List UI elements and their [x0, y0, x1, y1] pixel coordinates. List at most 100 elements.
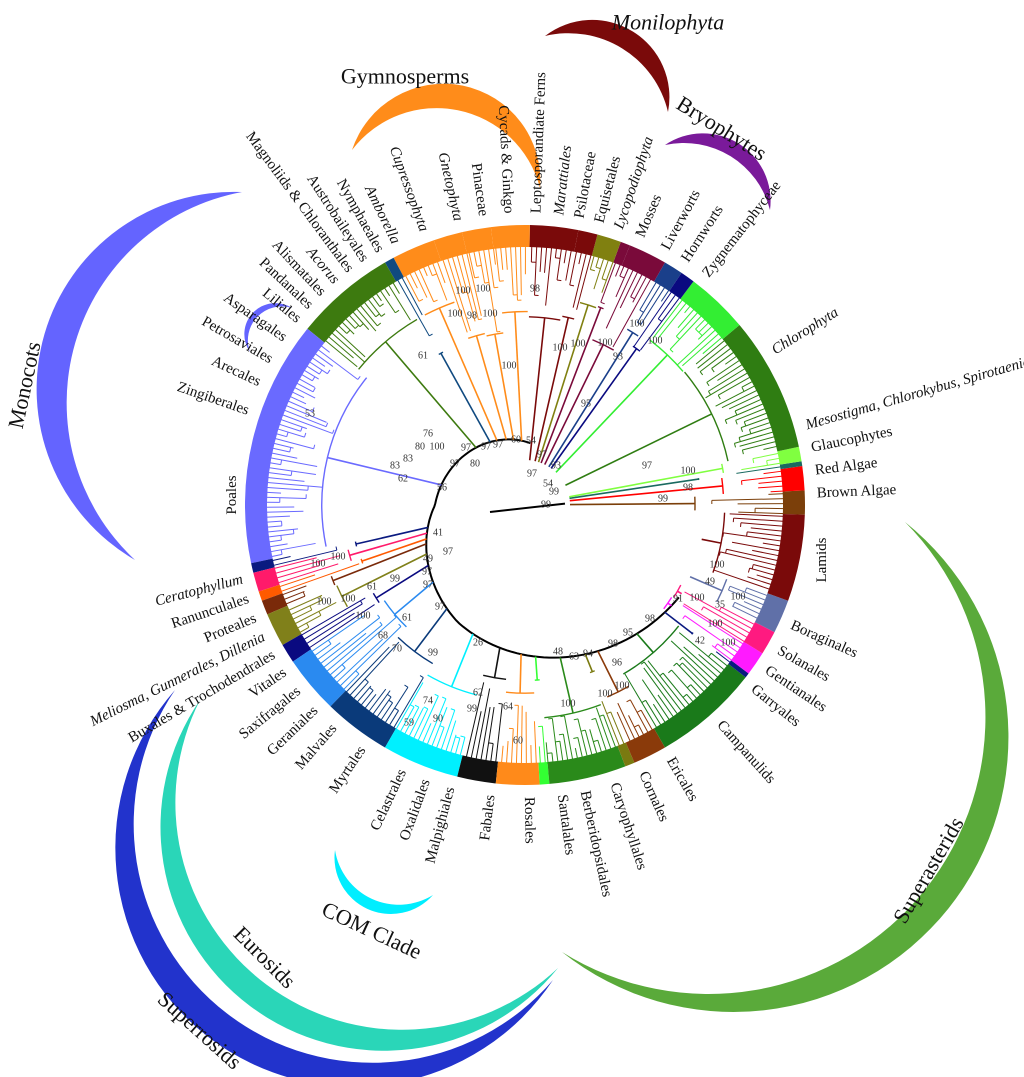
- bootstrap-value: 64: [503, 702, 513, 713]
- bootstrap-value: 35: [715, 600, 725, 611]
- bootstrap-value: 100: [681, 466, 696, 477]
- bootstrap-value: 100: [598, 338, 613, 349]
- clade-label: Cornales: [635, 769, 671, 824]
- bootstrap-value: 100: [630, 319, 645, 330]
- clade-subtree: [569, 466, 805, 502]
- bootstrap-value: 91: [673, 594, 683, 605]
- clade-label: Marattiales: [551, 144, 575, 217]
- bootstrap-value: 100: [598, 689, 613, 700]
- clade-subtree: [540, 241, 630, 464]
- bootstrap-value: 100: [571, 339, 586, 350]
- clade-subtree: [673, 584, 775, 654]
- bootstrap-value: 97: [450, 459, 460, 470]
- bootstrap-value: 54: [543, 479, 553, 490]
- bootstrap-value: 68: [378, 631, 388, 642]
- clade-subtree: [433, 232, 507, 440]
- asparagales-liliales-bracket: [244, 303, 292, 352]
- bootstrap-value: 100: [708, 619, 723, 630]
- bootstrap-value: 74: [423, 696, 433, 707]
- clade-subtree: [555, 281, 740, 473]
- bootstrap-value: 59: [404, 718, 414, 729]
- bootstrap-value: 83: [390, 461, 400, 472]
- bootstrap-value: 97: [422, 567, 432, 578]
- clade-subtree: [462, 227, 515, 440]
- com-clade-bracket: [334, 850, 433, 914]
- clade-label: Santalales: [554, 794, 578, 857]
- clade-label: Zingiberales: [175, 379, 251, 419]
- bootstrap-value: 98: [530, 284, 540, 295]
- monilophyta-bracket: [545, 19, 670, 113]
- bootstrap-value: 97: [493, 440, 503, 451]
- bryophytes-bracket: [665, 133, 771, 210]
- clade-label: Berberidopsidales: [577, 789, 615, 898]
- bootstrap-value: 80: [415, 442, 425, 453]
- bootstrap-value: 100: [476, 284, 491, 295]
- clade-subtree: [528, 225, 579, 461]
- bootstrap-value: 70: [392, 644, 402, 655]
- clade-subtree: [490, 225, 530, 441]
- clade-label: Mosses: [633, 192, 665, 240]
- bootstrap-value: 76: [423, 429, 433, 440]
- clade-label: Red Algae: [814, 455, 879, 479]
- bootstrap-value: 100: [731, 592, 746, 603]
- bootstrap-value: 97: [481, 442, 491, 453]
- bootstrap-value: 100: [448, 309, 463, 320]
- bootstrap-value: 99: [658, 494, 668, 505]
- clade-label: Lamids: [814, 537, 830, 582]
- bootstrap-value: 100: [311, 559, 326, 570]
- clade-subtree: [569, 446, 802, 498]
- clade-subtree: [569, 461, 803, 500]
- group-label-monilophyta: Monilophyta: [611, 10, 724, 35]
- bootstrap-value: 100: [456, 286, 471, 297]
- clade-label: Brown Algae: [816, 482, 897, 501]
- bootstrap-value: 100: [721, 638, 736, 649]
- clade-subtree: [663, 596, 763, 674]
- bootstrap-value: 94: [583, 649, 593, 660]
- clade-subtree: [584, 653, 635, 767]
- clade-subtree: [569, 490, 805, 515]
- bootstrap-value: 99: [541, 500, 551, 511]
- bootstrap-value: 97: [461, 443, 471, 454]
- clade-subtree: [251, 526, 428, 573]
- clade-label: Rosales: [521, 797, 538, 844]
- bootstrap-value: 90: [433, 714, 443, 725]
- bootstrap-value: 100: [317, 597, 332, 608]
- bootstrap-value: 26: [473, 638, 483, 649]
- bootstrap-value: 100: [502, 361, 517, 372]
- bootstrap-value: 95: [623, 628, 633, 639]
- bootstrap-value: 100: [561, 699, 576, 710]
- bootstrap-value: 100: [615, 681, 630, 692]
- bootstrap-value: 80: [470, 459, 480, 470]
- bootstrap-value: 97: [435, 602, 445, 613]
- bootstrap-value: 61: [418, 351, 428, 362]
- bootstrap-value: 96: [612, 658, 622, 669]
- clade-subtree: [544, 657, 626, 784]
- monocots-bracket: [36, 191, 242, 560]
- bootstrap-value: 97: [423, 580, 433, 591]
- bootstrap-value: 62: [398, 474, 408, 485]
- bootstrap-value: 99: [467, 704, 477, 715]
- bootstrap-value: 93: [613, 352, 623, 363]
- bootstrap-value: 95: [581, 399, 591, 410]
- bootstrap-value: 60: [513, 736, 523, 747]
- clade-brackets: [36, 19, 1009, 1077]
- bootstrap-value: 97: [642, 461, 652, 472]
- bootstrap-value: 98: [683, 483, 693, 494]
- clade-subtree: [385, 257, 491, 443]
- clade-label: Caryophyllales: [606, 781, 649, 872]
- bootstrap-value: 53: [305, 409, 315, 420]
- bootstrap-value: 98: [467, 311, 477, 322]
- gymnosperms-bracket: [352, 83, 541, 188]
- bootstrap-value: 100: [710, 560, 725, 571]
- clade-subtree: [292, 581, 434, 707]
- backbone-branch: [425, 438, 680, 659]
- bootstrap-value: 100: [648, 336, 663, 347]
- clade-subtree: [689, 576, 789, 633]
- clade-subtree: [534, 230, 598, 462]
- bootstrap-value: 60: [511, 435, 521, 446]
- clade-subtree: [282, 564, 429, 662]
- bootstrap-value: 99: [549, 487, 559, 498]
- tree-branches: [245, 225, 805, 785]
